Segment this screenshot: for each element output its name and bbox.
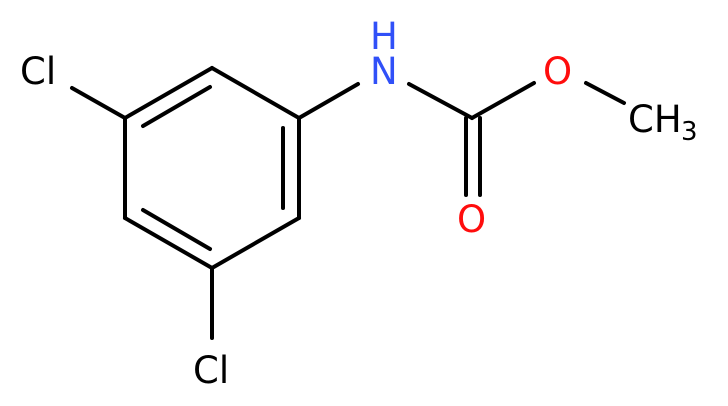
ring-bond-3: [210, 216, 301, 270]
ring-inner-bond-1: [141, 85, 212, 128]
ring-inner-bond-2: [141, 208, 212, 251]
atom-nitrogen: N: [370, 50, 398, 93]
bond-c-cl-top: [70, 86, 127, 120]
atom-oxygen-ester: O: [543, 50, 572, 93]
ring-bond-6: [123, 66, 214, 120]
atom-cl-top: Cl: [20, 50, 56, 93]
benzene-ring: [123, 66, 301, 270]
atom-nitrogen-hydrogen: H: [370, 15, 398, 58]
atom-methyl-subscript: 3: [681, 117, 698, 147]
atom-oxygen-carbonyl: O: [457, 198, 486, 241]
bond-c-n: [297, 82, 360, 120]
atom-cl-bottom: Cl: [193, 349, 229, 392]
ring-bond-4: [123, 216, 214, 270]
bond-n-c: [407, 82, 474, 120]
ring-bond-1: [210, 66, 301, 120]
atom-methyl: CH: [628, 98, 682, 141]
bond-c-o-ester: [470, 81, 536, 120]
bond-o-ch3: [584, 81, 626, 105]
